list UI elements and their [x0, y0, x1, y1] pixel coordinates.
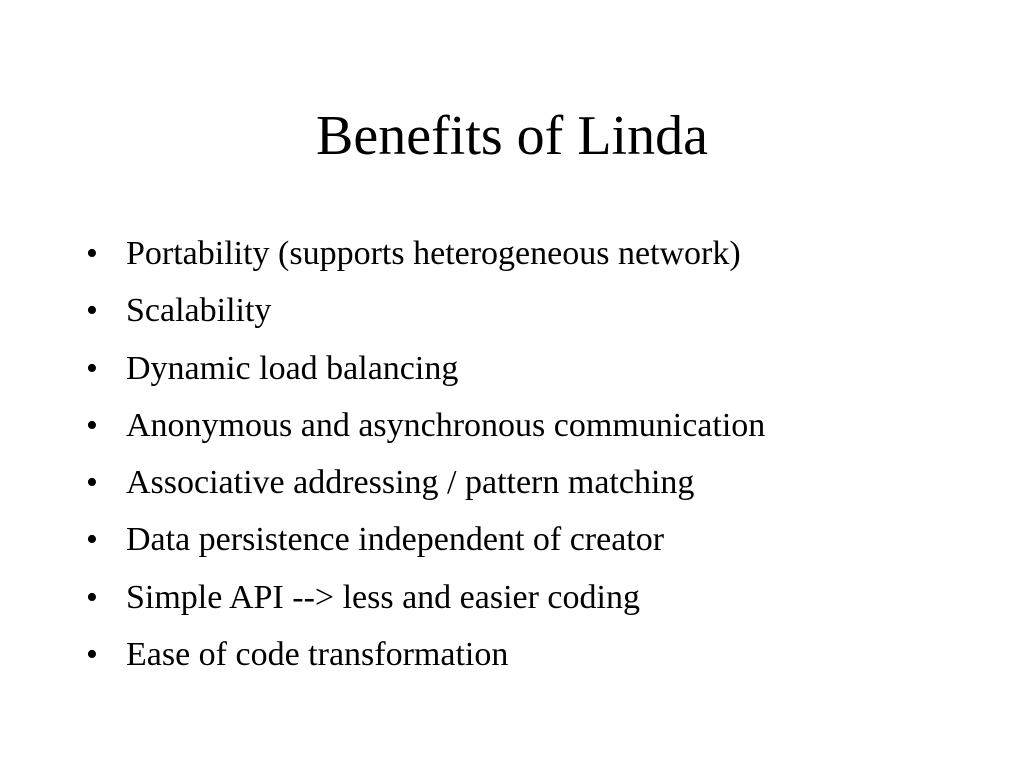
bullet-icon: • [86, 292, 98, 330]
bullet-text: Ease of code transformation [126, 636, 509, 674]
bullet-icon: • [86, 636, 98, 674]
bullet-text: Portability (supports heterogeneous netw… [126, 235, 741, 272]
bullet-icon: • [86, 578, 98, 616]
slide-title: Benefits of Linda [316, 105, 708, 167]
bullet-icon: • [86, 349, 98, 387]
bullet-text: Scalability [126, 292, 272, 330]
bullet-text: Dynamic load balancing [126, 349, 459, 387]
bullet-text: Associative addressing / pattern matchin… [126, 464, 695, 502]
bullet-icon: • [86, 235, 98, 272]
bullet-icon: • [86, 521, 98, 559]
bullet-text: Simple API --> less and easier coding [126, 578, 640, 616]
bullet-icon: • [86, 464, 98, 502]
bullet-text: Anonymous and asynchronous communication [126, 406, 766, 444]
bullet-text: Data persistence independent of creator [126, 521, 665, 559]
bullet-icon: • [86, 406, 98, 444]
